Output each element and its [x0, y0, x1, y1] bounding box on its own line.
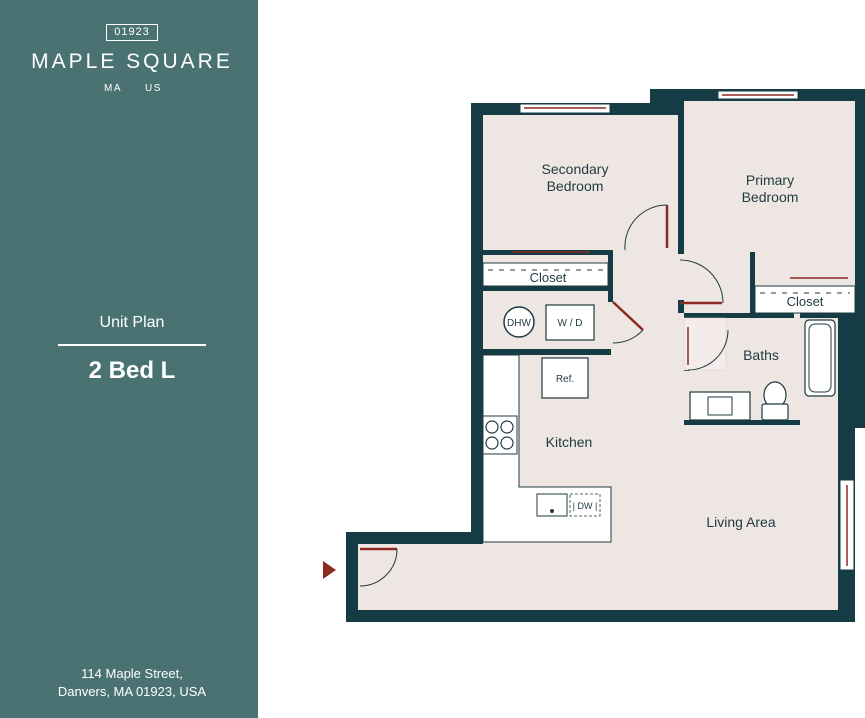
- kitchen-sink: [536, 493, 568, 517]
- windows: [512, 90, 855, 571]
- closet-right-shelf: [754, 285, 856, 314]
- sidebar: 01923 MAPLE SQUARE MA US Unit Plan 2 Bed…: [0, 0, 258, 718]
- entry-arrow-icon: [323, 561, 336, 579]
- fixture-label-dhw: DHW: [507, 318, 531, 329]
- brand-country: US: [145, 83, 162, 94]
- room-label-kitchen: Kitchen: [546, 434, 593, 450]
- floor-area: [358, 101, 855, 610]
- room-label-primary-bedroom-1: Primary: [746, 172, 794, 188]
- room-label-closet-left: Closet: [530, 270, 567, 285]
- closet-left-shelf: [482, 262, 609, 287]
- dhw-tank: [503, 306, 535, 338]
- room-label-baths: Baths: [743, 347, 779, 363]
- room-label-living-area: Living Area: [706, 514, 775, 530]
- unit-plan-label: Unit Plan: [99, 314, 165, 331]
- doors: [359, 204, 729, 587]
- room-label-secondary-bedroom-1: Secondary: [542, 161, 609, 177]
- bath-tile-area: [683, 317, 727, 371]
- divider: [58, 344, 206, 346]
- unit-name: 2 Bed L: [88, 357, 176, 384]
- dishwasher: [569, 493, 601, 517]
- refrigerator: [541, 357, 589, 399]
- brand-name: MAPLE SQUARE: [31, 50, 233, 73]
- bathtub: [804, 319, 836, 397]
- washer-dryer: [545, 304, 595, 341]
- fixture-label-ref: Ref.: [556, 374, 574, 385]
- brand-state: MA: [104, 83, 122, 94]
- room-label-primary-bedroom-2: Bedroom: [742, 189, 799, 205]
- fixture-label-wd: W / D: [558, 318, 583, 329]
- address-line-2: Danvers, MA 01923, USA: [57, 684, 207, 699]
- fixture-label-dw: | DW |: [573, 501, 598, 511]
- address: 114 Maple Street, Danvers, MA 01923, USA: [0, 665, 264, 701]
- room-label-closet-right: Closet: [787, 294, 824, 309]
- room-label-secondary-bedroom-2: Bedroom: [547, 178, 604, 194]
- zip-badge: 01923: [106, 24, 158, 41]
- address-line-1: 114 Maple Street,: [81, 666, 183, 681]
